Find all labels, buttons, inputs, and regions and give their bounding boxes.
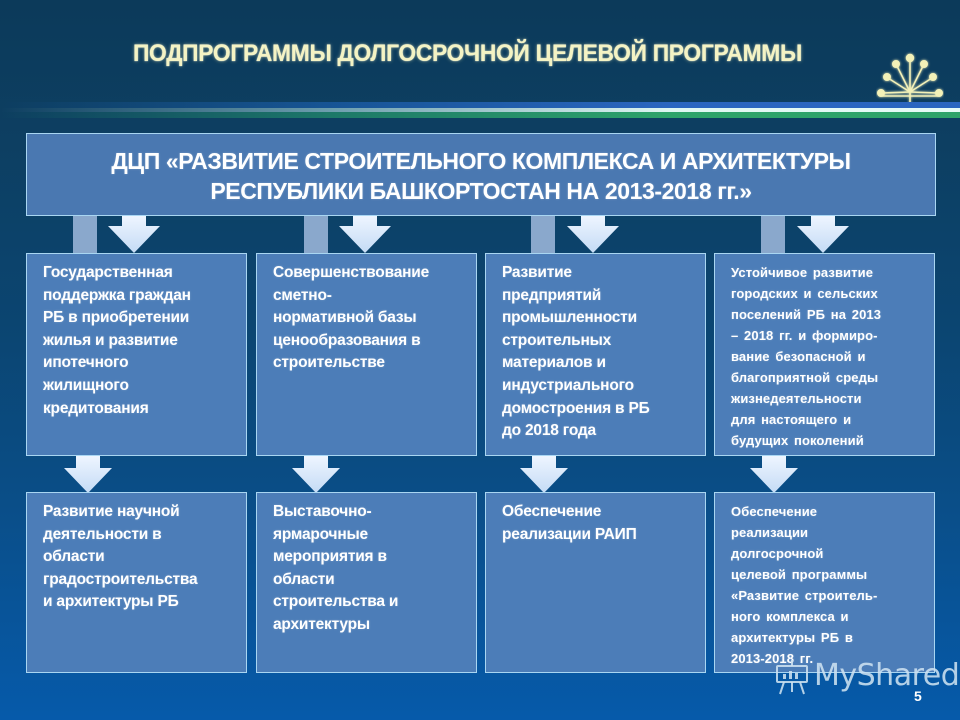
connector-bar-2 [304, 216, 328, 253]
subprogram-text: Выставочно- ярмарочные мероприятия в обл… [273, 503, 399, 633]
subprogram-box-housing-support: Государственная поддержка граждан РБ в п… [26, 253, 247, 456]
page-number: 5 [914, 688, 922, 704]
down-arrow-icon [567, 216, 619, 253]
subprogram-box-raip: Обеспечение реализации РАИП [485, 492, 706, 673]
down-arrow-icon [339, 216, 391, 253]
subprogram-text: Развитие предприятий промышленности стро… [502, 264, 650, 440]
down-arrow-icon [108, 216, 160, 253]
stripe-blue [0, 102, 960, 108]
presentation-board-icon [776, 660, 808, 695]
subprogram-text: Обеспечение реализации долгосрочной целе… [731, 504, 878, 666]
subprogram-box-sustainable-settlements: Устойчивое развитие городских и сельских… [714, 253, 935, 456]
connector-bar-4 [761, 216, 785, 253]
stripe-green [0, 112, 960, 118]
subprogram-text: Государственная поддержка граждан РБ в п… [43, 264, 191, 417]
subprogram-box-exhibitions: Выставочно- ярмарочные мероприятия в обл… [256, 492, 477, 673]
main-program-line-1: ДЦП «РАЗВИТИЕ СТРОИТЕЛЬНОГО КОМПЛЕКСА И … [111, 148, 851, 174]
subprogram-box-scientific-activity: Развитие научной деятельности в области … [26, 492, 247, 673]
flag-stripe-divider [0, 102, 960, 120]
subprogram-box-pricing-base: Совершенствование сметно- нормативной ба… [256, 253, 477, 456]
watermark-text: MyShared [814, 658, 960, 693]
down-arrow-icon [64, 456, 112, 493]
subprogram-text: Совершенствование сметно- нормативной ба… [273, 264, 430, 372]
subprogram-box-building-materials: Развитие предприятий промышленности стро… [485, 253, 706, 456]
stripe-white [0, 108, 960, 112]
slide-title: ПОДПРОГРАММЫ ДОЛГОСРОЧНОЙ ЦЕЛЕВОЙ ПРОГРА… [132, 40, 803, 67]
down-arrow-icon [750, 456, 798, 493]
connector-bar-1 [73, 216, 97, 253]
connector-bar-3 [531, 216, 555, 253]
subprogram-text: Устойчивое развитие городских и сельских… [731, 265, 882, 448]
main-program-title: ДЦП «РАЗВИТИЕ СТРОИТЕЛЬНОГО КОМПЛЕКСА И … [27, 146, 935, 206]
main-program-box: ДЦП «РАЗВИТИЕ СТРОИТЕЛЬНОГО КОМПЛЕКСА И … [26, 133, 936, 216]
subprogram-text: Развитие научной деятельности в области … [43, 503, 198, 611]
kurai-flower-emblem-icon [876, 53, 943, 104]
down-arrow-icon [520, 456, 568, 493]
down-arrow-icon [292, 456, 340, 493]
main-program-line-2: РЕСПУБЛИКИ БАШКОРТОСТАН НА 2013-2018 гг.… [210, 178, 752, 204]
down-arrow-icon [797, 216, 849, 253]
subprogram-text: Обеспечение реализации РАИП [502, 503, 637, 543]
subprogram-box-program-implementation: Обеспечение реализации долгосрочной целе… [714, 492, 935, 673]
